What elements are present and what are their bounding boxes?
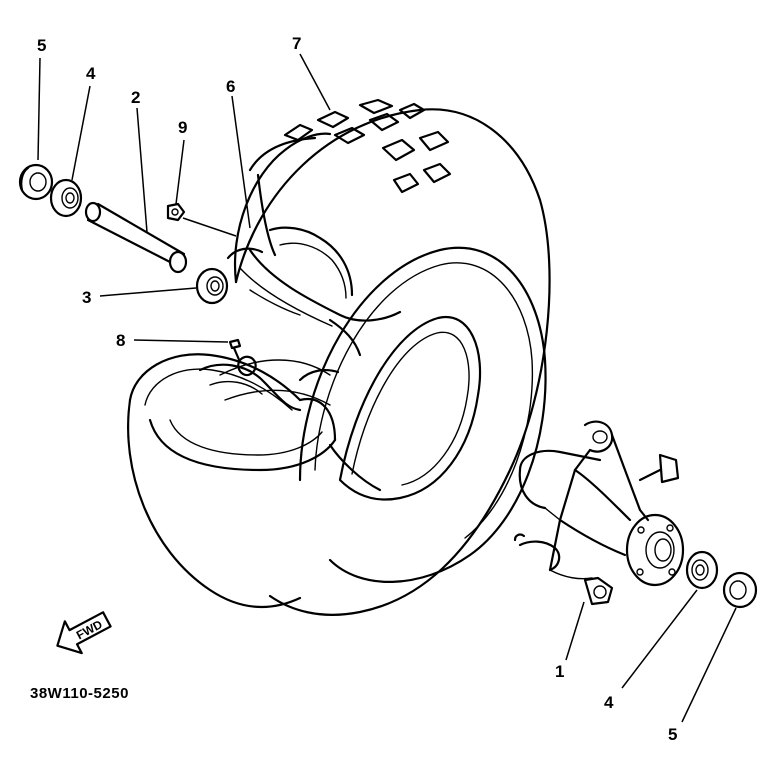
- callout-2: 2: [131, 88, 140, 107]
- oil-seal-left: [18, 163, 54, 201]
- bearing-left: [49, 178, 83, 218]
- wheel-tire-assembly: [127, 98, 551, 616]
- diagram-code: 38W110-5250: [30, 685, 129, 702]
- callout-7: 7: [292, 34, 301, 53]
- callout-9: 9: [178, 118, 187, 137]
- callout-1: 1: [555, 662, 564, 681]
- bearing-center: [195, 267, 229, 305]
- callout-6: 6: [226, 77, 235, 96]
- bearing-right: [685, 550, 719, 590]
- oil-seal-right: [722, 571, 758, 609]
- callout-5-left: 5: [37, 36, 46, 55]
- forward-direction-arrow: FWD: [56, 611, 112, 655]
- callout-3: 3: [82, 288, 91, 307]
- callout-4-right: 4: [604, 693, 614, 712]
- hub-assembly: [513, 420, 685, 606]
- spacer-tube: [84, 201, 188, 274]
- callout-8: 8: [116, 331, 125, 350]
- callout-5-right: 5: [668, 725, 677, 744]
- callout-leaders: [37, 53, 737, 723]
- callout-4-left: 4: [86, 64, 96, 83]
- valve: [228, 338, 242, 364]
- callout-labels: 5 4 2 9 6 7 3 8 1 4 5: [37, 34, 677, 744]
- nut: [166, 202, 237, 237]
